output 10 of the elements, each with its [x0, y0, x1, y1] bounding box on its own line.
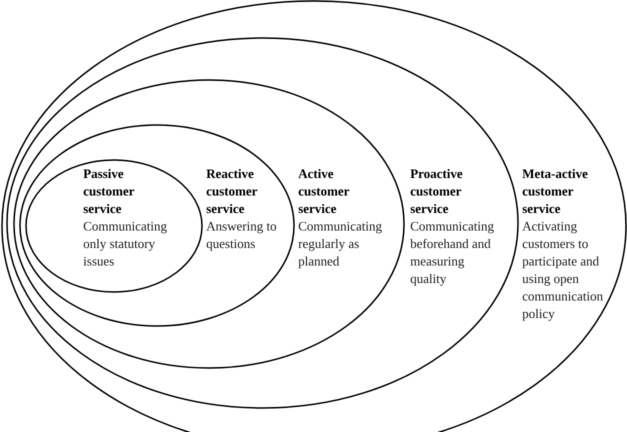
level-heading: Passive customer service	[83, 168, 134, 214]
level-description: Communicating only statutory issues	[83, 222, 167, 266]
level-description: Communicating regularly as planned	[298, 222, 382, 268]
level-heading: Meta-active customer service	[522, 168, 588, 214]
level-description: Answering to questions	[206, 222, 276, 251]
level-heading: Reactive customer service	[206, 168, 258, 214]
level-heading: Active customer service	[298, 168, 350, 214]
level-description: Communicating beforehand and measuring quality	[410, 222, 494, 286]
level-heading: Proactive customer service	[410, 168, 462, 214]
level-description: Activating customers to participate and using open communication policy	[522, 222, 603, 321]
